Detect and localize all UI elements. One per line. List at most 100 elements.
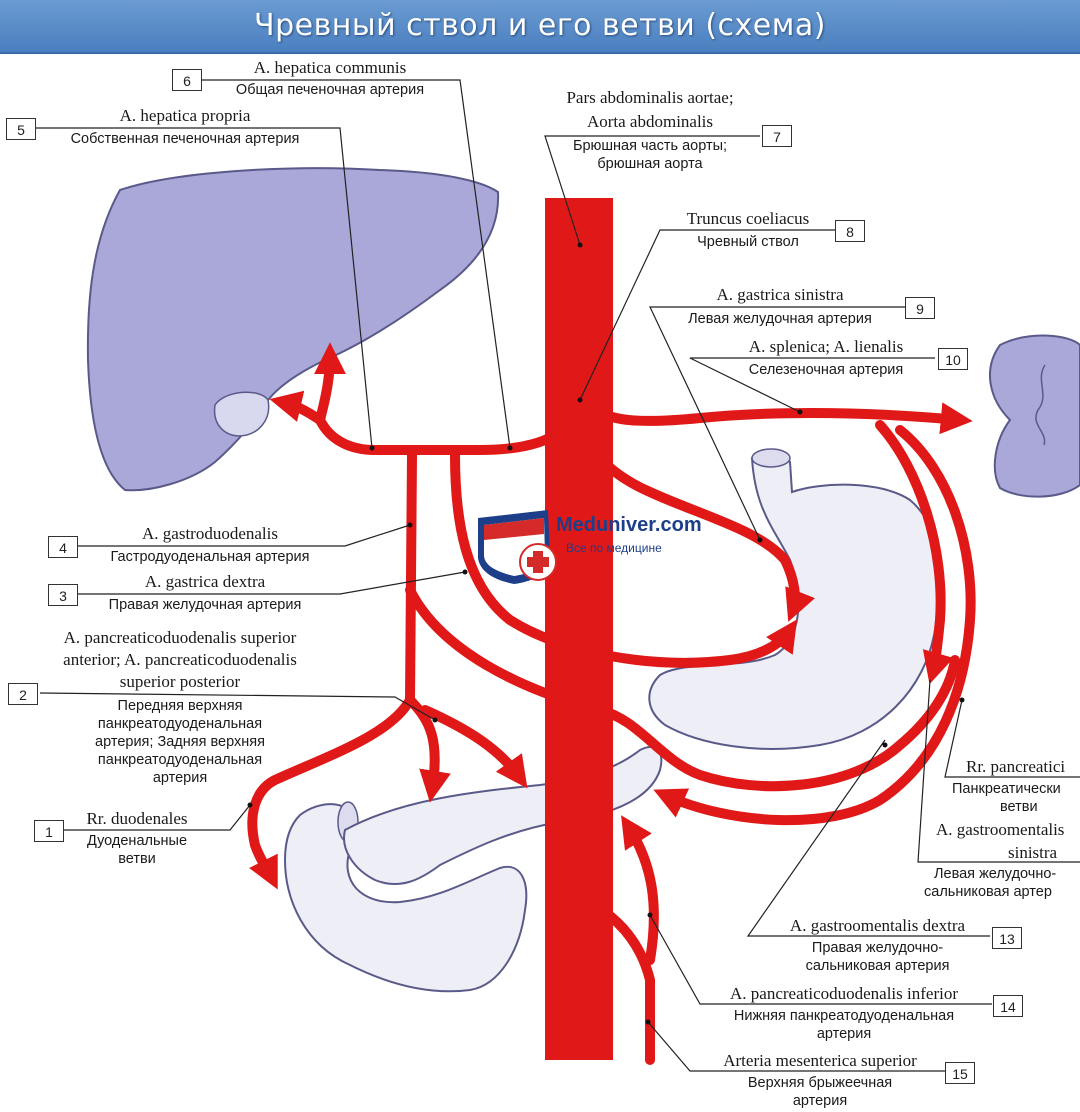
label-1-russian-line1: Дуоденальные — [86, 833, 188, 849]
leader-15 — [647, 1021, 945, 1072]
label-2-latin-line3: superior posterior — [119, 672, 241, 691]
label-15-russian-line1: Верхняя брыжеечная — [747, 1075, 893, 1091]
leader-14 — [649, 914, 992, 1005]
label-11-russian-line1: Панкреатически — [952, 781, 1061, 797]
leader-6 — [200, 79, 511, 449]
label-1-number: 1 — [34, 820, 64, 842]
watermark-tagline: Все по медицине — [566, 541, 662, 555]
label-6-number: 6 — [172, 69, 202, 91]
label-2-russian-line1: Передняя верхняя — [117, 698, 243, 714]
label-13-russian-line1: Правая желудочно- — [811, 940, 944, 956]
label-13-latin: A. gastroomentalis dextra — [789, 916, 966, 935]
superior-pancreaticoduodenal-branch-1 — [405, 695, 451, 803]
leader-4 — [75, 524, 411, 547]
watermark-site: Meduniver.com — [556, 514, 702, 536]
pancreas — [343, 745, 663, 885]
hepatic-propria-branch-left — [269, 390, 325, 425]
label-7-latin-line2: Aorta abdominalis — [586, 112, 714, 131]
label-3-number: 3 — [48, 584, 78, 606]
celiac-trunk — [315, 340, 584, 455]
label-12-russian-line2: сальниковая артер — [924, 884, 1052, 900]
title-bar — [0, 0, 1080, 54]
label-5-russian: Собственная печеночная артерия — [70, 131, 300, 147]
leader-5 — [35, 127, 373, 449]
label-10-latin: A. splenica; A. lienalis — [748, 337, 904, 356]
splenic-lower-branch — [875, 420, 954, 685]
label-15-number: 15 — [945, 1062, 975, 1084]
gallbladder — [213, 391, 270, 437]
label-2-russian-line3: артерия; Задняя верхняя — [95, 734, 265, 750]
esophagus-opening — [751, 448, 791, 468]
label-7-number: 7 — [762, 125, 792, 147]
splenic-artery — [580, 395, 973, 435]
label-4-latin: A. gastroduodenalis — [142, 524, 278, 543]
leader-11 — [944, 699, 1080, 778]
label-14-latin: A. pancreaticoduodenalis inferior — [730, 984, 958, 1003]
label-3-russian: Правая желудочная артерия — [108, 597, 302, 613]
label-2-number: 2 — [8, 683, 38, 705]
label-11-latin: Rr. pancreatici — [966, 757, 1066, 776]
splenic-hilum — [1035, 364, 1046, 446]
label-3-latin: A. gastrica dextra — [144, 572, 266, 591]
label-5-latin: A. hepatica propria — [119, 106, 251, 125]
leader-10 — [689, 357, 935, 413]
label-12-russian-line1: Левая желудочно- — [934, 866, 1057, 882]
superior-pancreaticoduodenal-branch-2 — [420, 705, 528, 789]
label-4-russian: Гастродуоденальная артерия — [110, 549, 310, 565]
liver — [86, 167, 500, 492]
superior-mesenteric-artery — [580, 895, 655, 1065]
label-12-latin-line1: A. gastroomentalis — [936, 820, 1065, 839]
leader-12 — [917, 679, 1080, 863]
leader-8 — [579, 229, 835, 401]
right-gastroepiploic-artery — [405, 585, 960, 792]
label-15-latin: Arteria mesenterica superior — [723, 1051, 917, 1070]
gastroduodenal-artery — [247, 450, 417, 890]
spleen — [988, 334, 1080, 498]
label-1-russian-line2: ветви — [118, 851, 156, 867]
label-2-russian-line4: панкреатодуоденальная — [97, 752, 263, 768]
label-8-number: 8 — [835, 220, 865, 242]
label-13-russian-line2: сальниковая артерия — [805, 958, 950, 974]
hepatic-propria-branch-up — [313, 342, 346, 425]
label-7-russian-line2: брюшная аорта — [597, 156, 703, 172]
leader-7 — [544, 135, 760, 246]
label-1-latin: Rr. duodenales — [86, 809, 188, 828]
leader-2 — [39, 692, 436, 721]
label-6-latin: A. hepatica communis — [253, 58, 407, 77]
duodenum — [283, 803, 528, 993]
label-9-russian: Левая желудочная артерия — [688, 311, 872, 327]
left-gastric-artery — [570, 395, 815, 622]
label-9-latin: A. gastrica sinistra — [716, 285, 844, 304]
abdominal-aorta — [545, 198, 613, 1060]
page-title: Чревный ствол и его ветви (схема) — [254, 8, 826, 43]
label-14-russian-line1: Нижняя панкреатодуоденальная — [733, 1008, 955, 1024]
label-6-russian: Общая печеночная артерия — [235, 82, 425, 98]
label-5-number: 5 — [6, 118, 36, 140]
label-11-russian-line2: ветви — [1000, 799, 1038, 815]
label-9-number: 9 — [905, 297, 935, 319]
label-14-number: 14 — [993, 995, 1023, 1017]
label-2-latin-line1: A. pancreaticoduodenalis superior — [63, 628, 297, 647]
label-12-latin-line2: sinistra — [1008, 843, 1058, 862]
right-gastric-artery — [450, 450, 798, 668]
label-2-russian-line2: панкреатодуоденальная — [97, 716, 263, 732]
label-2-latin-line2: anterior; A. pancreaticoduodenalis — [63, 650, 297, 669]
inferior-pancreaticoduodenal-artery — [621, 815, 659, 965]
leader-9 — [649, 306, 905, 541]
label-8-russian: Чревный ствол — [697, 234, 799, 250]
leader-3 — [75, 571, 466, 595]
label-8-latin: Truncus coeliacus — [686, 209, 810, 228]
label-4-number: 4 — [48, 536, 78, 558]
label-10-number: 10 — [938, 348, 968, 370]
label-7-latin-line1: Pars abdominalis aortae; — [566, 88, 734, 107]
label-2-russian-line5: артерия — [152, 770, 208, 786]
leader-1 — [60, 804, 251, 831]
label-15-russian-line2: артерия — [792, 1093, 848, 1109]
label-13-number: 13 — [992, 927, 1022, 949]
label-14-russian-line2: артерия — [816, 1026, 872, 1042]
leader-13 — [746, 739, 990, 937]
label-7-russian-line1: Брюшная часть аорты; — [572, 138, 728, 154]
label-10-russian: Селезеночная артерия — [748, 362, 904, 378]
left-gastroepiploic-artery — [653, 425, 976, 826]
